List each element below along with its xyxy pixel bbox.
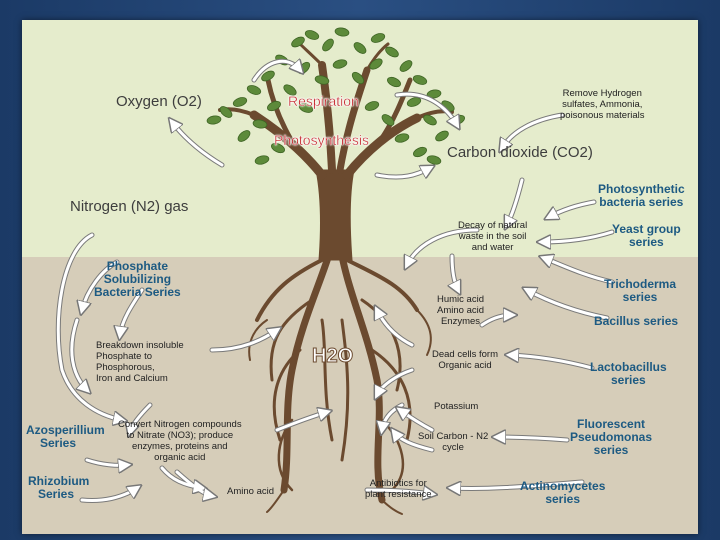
potassium-note: Potassium <box>434 401 479 412</box>
oxygen-label: Oxygen (O2) <box>116 93 202 110</box>
water-label: H2O <box>311 345 354 368</box>
tree-trunk <box>218 40 454 261</box>
decay-note: Decay of natural waste in the soil and w… <box>458 220 528 253</box>
flow-arrows <box>55 61 615 503</box>
rhizobium-label: Rhizobium Series <box>28 474 90 501</box>
photosynthetic-bacteria-label: Photosynthetic bacteria series <box>598 182 685 209</box>
fluorescent-pseudomonas-label: Fluorescent Pseudomonas series <box>570 417 653 457</box>
yeast-group-label: Yeast group series <box>612 222 681 249</box>
breakdown-phosphate-note: Breakdown insoluble Phosphate to Phospho… <box>96 340 184 384</box>
roots <box>248 241 432 515</box>
trichoderma-label: Trichoderma series <box>604 277 677 304</box>
amino-acid-note: Amino acid <box>227 486 274 497</box>
phosphate-solubilizing-label: Phosphate Solubilizing Bacteria Series <box>94 259 181 299</box>
diagram-artwork <box>55 27 615 515</box>
lactobacillus-label: Lactobacillus series <box>590 360 667 387</box>
photosynthesis-label: Photosynthesis <box>274 132 369 148</box>
soil-carbon-note: Soil Carbon - N2 cycle <box>418 431 489 453</box>
convert-nitrogen-note: Convert Nitrogen compounds to Nitrate (N… <box>118 419 242 463</box>
antibiotics-note: Antibiotics for plant resistance <box>365 478 432 500</box>
actinomycetes-label: Actinomycetes series <box>520 479 606 506</box>
diagram-panel: Oxygen (O2) Carbon dioxide (CO2) Nitroge… <box>22 20 698 534</box>
respiration-label: Respiration <box>288 93 359 109</box>
azosperillium-label: Azosperillium Series <box>26 423 105 450</box>
sky-area <box>22 20 698 257</box>
tree-leaves <box>206 27 465 165</box>
humic-acid-note: Humic acid Amino acid Enzymes <box>437 294 484 327</box>
remove-hydrogen-note: Remove Hydrogen sulfates, Ammonia, poiso… <box>560 88 645 121</box>
nitrogen-label: Nitrogen (N2) gas <box>70 198 189 215</box>
bacillus-label: Bacillus series <box>594 314 679 328</box>
carbon-dioxide-label: Carbon dioxide (CO2) <box>447 144 593 161</box>
dead-cells-note: Dead cells form Organic acid <box>432 349 498 371</box>
